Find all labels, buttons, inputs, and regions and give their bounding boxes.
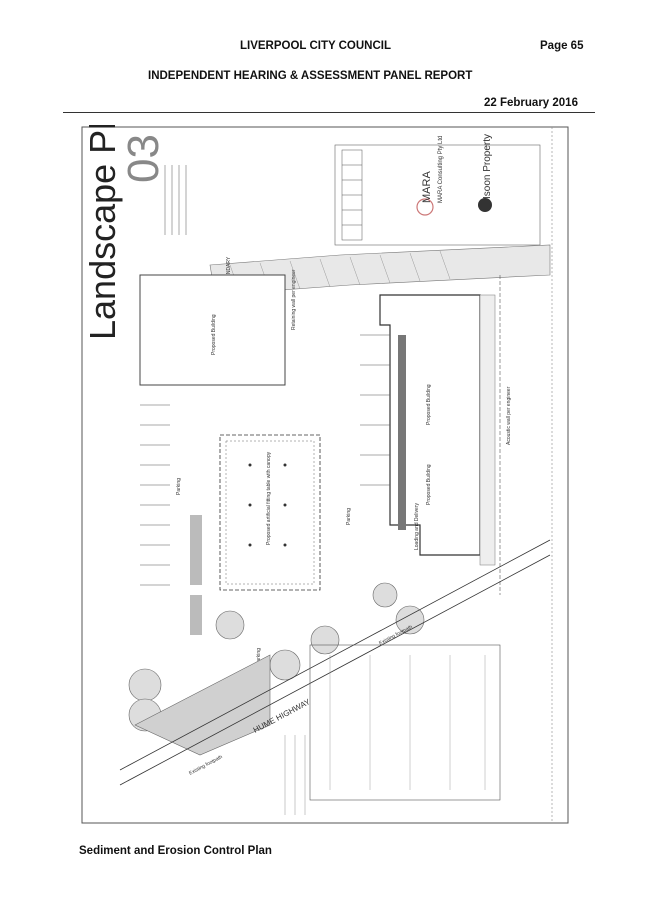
parking-label-1: Parking bbox=[176, 478, 182, 495]
landscape-plan-drawing: Landscape Plan 03 MARA MARA Consulting P… bbox=[81, 125, 569, 824]
acoustic-label: Acoustic wall per engineer bbox=[506, 386, 512, 445]
loading-label: Loading and Delivery bbox=[414, 503, 420, 550]
plan-number: 03 bbox=[119, 134, 168, 183]
report-date: 22 February 2016 bbox=[484, 97, 578, 109]
page-number: Page 65 bbox=[540, 40, 584, 52]
report-title: INDEPENDENT HEARING & ASSESSMENT PANEL R… bbox=[148, 70, 473, 82]
playground-label: Proposed artificial fitting table with c… bbox=[266, 451, 272, 545]
header-rule bbox=[63, 112, 595, 113]
council-name: LIVERPOOL CITY COUNCIL bbox=[240, 40, 392, 52]
property-logo: Isoon Property bbox=[482, 134, 493, 199]
parking-label-2: Parking bbox=[346, 508, 352, 525]
parking-label-3: Parking bbox=[256, 648, 262, 665]
retaining-label: Retaining wall per engineer bbox=[291, 269, 297, 330]
building-label-1: Proposed Building bbox=[211, 314, 217, 355]
boundary-label: BOUNDARY bbox=[226, 256, 232, 285]
building-label-2: Proposed Building bbox=[426, 384, 432, 425]
mara-subtitle: MARA Consulting Pty Ltd bbox=[438, 136, 444, 203]
plan-title: Landscape Plan bbox=[82, 125, 123, 340]
building-label-3: Proposed Building bbox=[426, 464, 432, 505]
figure-caption: Sediment and Erosion Control Plan bbox=[79, 845, 272, 857]
mara-logo: MARA bbox=[421, 171, 433, 203]
